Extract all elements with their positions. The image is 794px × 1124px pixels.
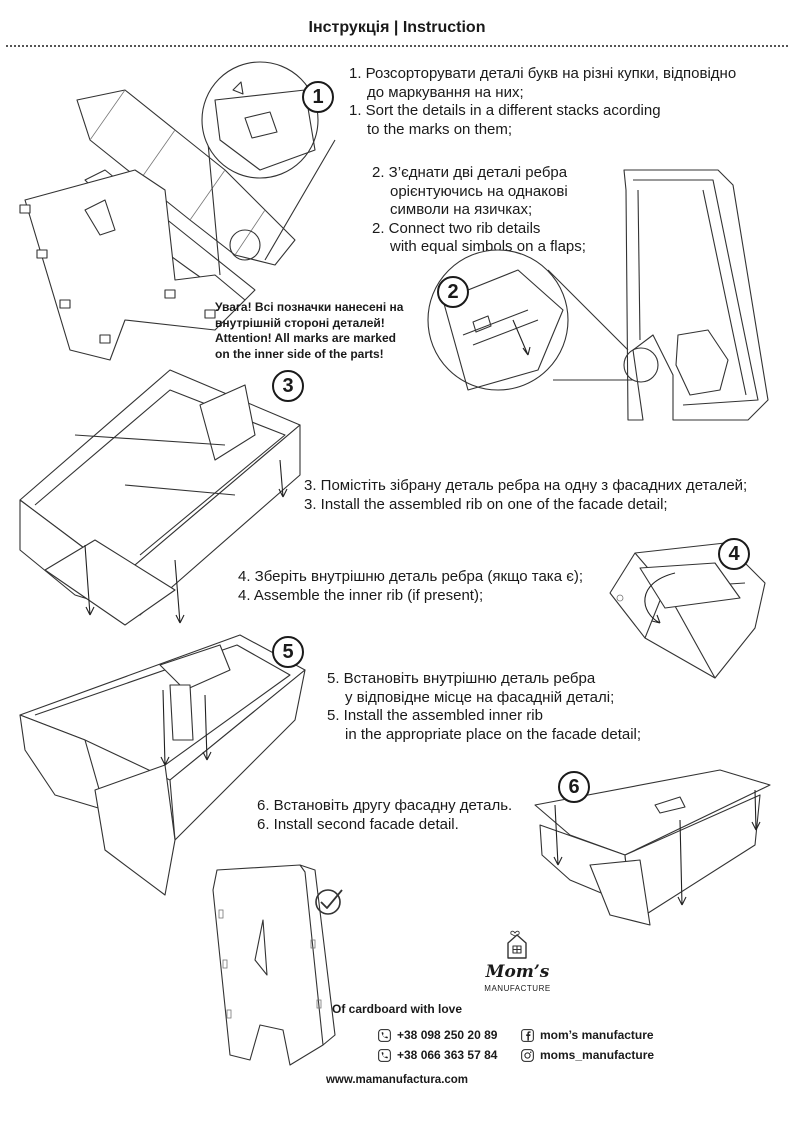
step-5-line-ua-cont: у відповідне місце на фасадній деталі; (345, 688, 615, 706)
step-6-text: 6. Встановіть другу фасадну деталь. 6. I… (257, 797, 512, 834)
brand-tagline: Of cardboard with love (331, 1002, 463, 1016)
step-6-line-ua: 6. Встановіть другу фасадну деталь. (257, 797, 513, 814)
phone-number-2[interactable]: +38 066 363 57 84 (397, 1048, 498, 1062)
phone-number-1[interactable]: +38 098 250 20 89 (397, 1028, 498, 1042)
step-5-line-en-cont: in the appropriate place on the facade d… (345, 725, 642, 743)
step-1-line-en-cont: to the marks on them; (367, 120, 513, 138)
step-2-line-ua-cont1: орієнтуючись на однакові (390, 182, 568, 200)
phone-2: +38 066 363 57 84 (378, 1048, 497, 1062)
dotted-divider (6, 45, 788, 47)
warning-line-en-2: on the inner side of the parts! (215, 346, 384, 361)
step-6-illustration (534, 769, 771, 926)
step-2-badge: 2 (437, 276, 469, 308)
warning-note: Увага! Всі позначки нанесені на внутрішн… (215, 300, 403, 362)
step-3-line-en: 3. Install the assembled rib on one of t… (304, 495, 668, 513)
step-5-text: 5. Встановіть внутрішню деталь ребра у в… (327, 670, 641, 744)
step-1-line-en: 1. Sort the details in a different stack… (349, 102, 661, 119)
step-6-badge: 6 (558, 771, 590, 803)
step-3-badge: 3 (272, 370, 304, 402)
step-6-line-en: 6. Install second facade detail. (257, 815, 459, 833)
brand-logo-name: Mom’s (485, 962, 550, 982)
facebook-icon (521, 1028, 534, 1042)
facebook-handle[interactable]: mom’s manufacture (540, 1028, 654, 1042)
step-5-illustration (19, 634, 306, 896)
facebook-contact: mom’s manufacture (521, 1028, 654, 1042)
warning-line-en-1: Attention! All marks are marked (215, 331, 396, 345)
check-circle-icon (315, 889, 343, 915)
step-2-line-ua-cont2: символи на язичках; (390, 201, 533, 218)
brand-logo-sub: MANUFACTURE (484, 984, 551, 993)
step-2-line-ua: 2. З’єднати дві деталі ребра (372, 164, 568, 181)
step-5-line-en: 5. Install the assembled inner rib (327, 707, 543, 724)
warning-line-ua-1: Увага! Всі позначки нанесені на (215, 300, 404, 314)
step-3-line-ua: 3. Помістіть зібрану деталь ребра на одн… (304, 477, 748, 494)
step-1-text: 1. Розсорторувати деталі букв на різні к… (349, 65, 736, 139)
instagram-handle[interactable]: moms_manufacture (540, 1048, 655, 1062)
step-5-badge: 5 (272, 636, 304, 668)
instagram-contact: moms_manufacture (521, 1048, 654, 1062)
step-1-line-ua: 1. Розсорторувати деталі букв на різні к… (349, 65, 737, 82)
step-2-text: 2. З’єднати дві деталі ребра орієнтуючис… (372, 164, 586, 257)
finished-letter-a-illustration (212, 864, 336, 1066)
step-1-badge: 1 (302, 81, 334, 113)
step-4-badge: 4 (718, 538, 750, 570)
step-2-line-en: 2. Connect two rib details (372, 219, 541, 237)
step-4-line-ua: 4. Зберіть внутрішню деталь ребра (якщо … (238, 568, 584, 585)
step-4-illustration (609, 542, 766, 679)
instagram-icon (521, 1048, 534, 1062)
step-3-text: 3. Помістіть зібрану деталь ребра на одн… (304, 477, 747, 514)
step-2-illustration (427, 169, 769, 421)
page-title: Інструкція | Instruction (308, 19, 486, 36)
warning-line-ua-2: внутрішній стороні деталей! (215, 315, 385, 330)
phone-icon (378, 1028, 391, 1042)
phone-icon (378, 1048, 391, 1062)
step-4-line-en: 4. Assemble the inner rib (if present); (238, 586, 484, 604)
step-1-illustration (19, 61, 336, 361)
step-1-line-ua-cont: до маркування на них; (367, 83, 524, 101)
house-icon (507, 930, 527, 959)
phone-1: +38 098 250 20 89 (378, 1028, 497, 1042)
website-link[interactable]: www.mamanufactura.com (325, 1074, 469, 1086)
step-2-line-en-cont: with equal simbols on a flaps; (390, 238, 586, 255)
step-5-line-ua: 5. Встановіть внутрішню деталь ребра (327, 670, 596, 687)
step-4-text: 4. Зберіть внутрішню деталь ребра (якщо … (238, 568, 583, 605)
step-3-illustration (19, 369, 301, 626)
